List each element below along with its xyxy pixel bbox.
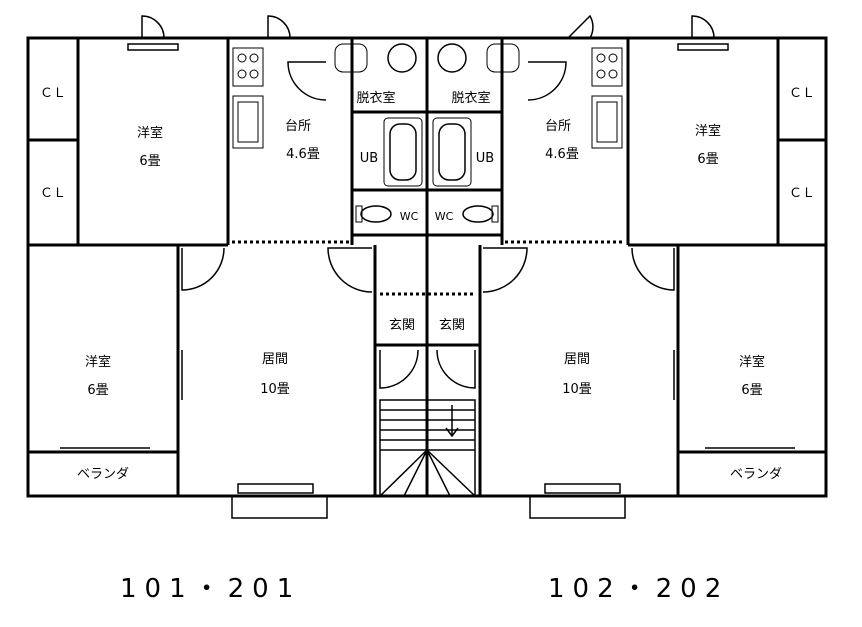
unit-left-labels: ＣＬ ＣＬ 洋室 6畳 台所 4.6畳 脱衣室 UB WC 玄関 洋室 6畳 居… [40, 86, 419, 482]
kitchen-size: 4.6畳 [545, 147, 579, 162]
bedroom-bottom-size: 6畳 [741, 383, 762, 398]
toilet-label: WC [400, 210, 419, 223]
staircase [379, 399, 476, 497]
door-swings [141, 14, 715, 389]
closet-bottom-label: ＣＬ [789, 186, 815, 201]
unit-number-left: 101・201 [120, 574, 302, 604]
living-room-name: 居間 [564, 352, 590, 367]
kitchen-size: 4.6畳 [286, 147, 320, 162]
kitchen-name: 台所 [545, 119, 571, 134]
dressing-room-label: 脱衣室 [356, 90, 395, 106]
bedroom-top-size: 6畳 [139, 154, 160, 169]
walls [26, 36, 828, 498]
balcony-label: ベランダ [730, 467, 782, 482]
closet-bottom-label: ＣＬ [40, 186, 66, 201]
toilet-label: WC [435, 210, 454, 223]
dressing-room-label: 脱衣室 [451, 90, 490, 106]
entrance-label: 玄関 [439, 318, 465, 333]
living-room-size: 10畳 [260, 382, 290, 397]
bath-label: UB [476, 151, 494, 166]
windows [60, 43, 795, 519]
unit-number-right: 102・202 [548, 574, 730, 604]
closet-top-label: ＣＬ [789, 86, 815, 101]
closet-top-label: ＣＬ [40, 86, 66, 101]
living-room-name: 居間 [262, 352, 288, 367]
fixtures [232, 43, 623, 223]
bath-label: UB [360, 151, 378, 166]
unit-right-labels: ＣＬ ＣＬ 洋室 6畳 台所 4.6畳 脱衣室 UB WC 玄関 洋室 6畳 居… [435, 86, 815, 482]
bedroom-bottom-name: 洋室 [85, 354, 111, 370]
entrance-label: 玄関 [389, 318, 415, 333]
kitchen-name: 台所 [285, 119, 311, 134]
sliding-partitions [232, 240, 625, 296]
bedroom-top-name: 洋室 [695, 123, 721, 139]
living-room-size: 10畳 [562, 382, 592, 397]
balcony-label: ベランダ [77, 467, 129, 482]
bedroom-bottom-size: 6畳 [87, 383, 108, 398]
bedroom-bottom-name: 洋室 [739, 354, 765, 370]
bedroom-top-size: 6畳 [697, 152, 718, 167]
bedroom-top-name: 洋室 [137, 125, 163, 141]
